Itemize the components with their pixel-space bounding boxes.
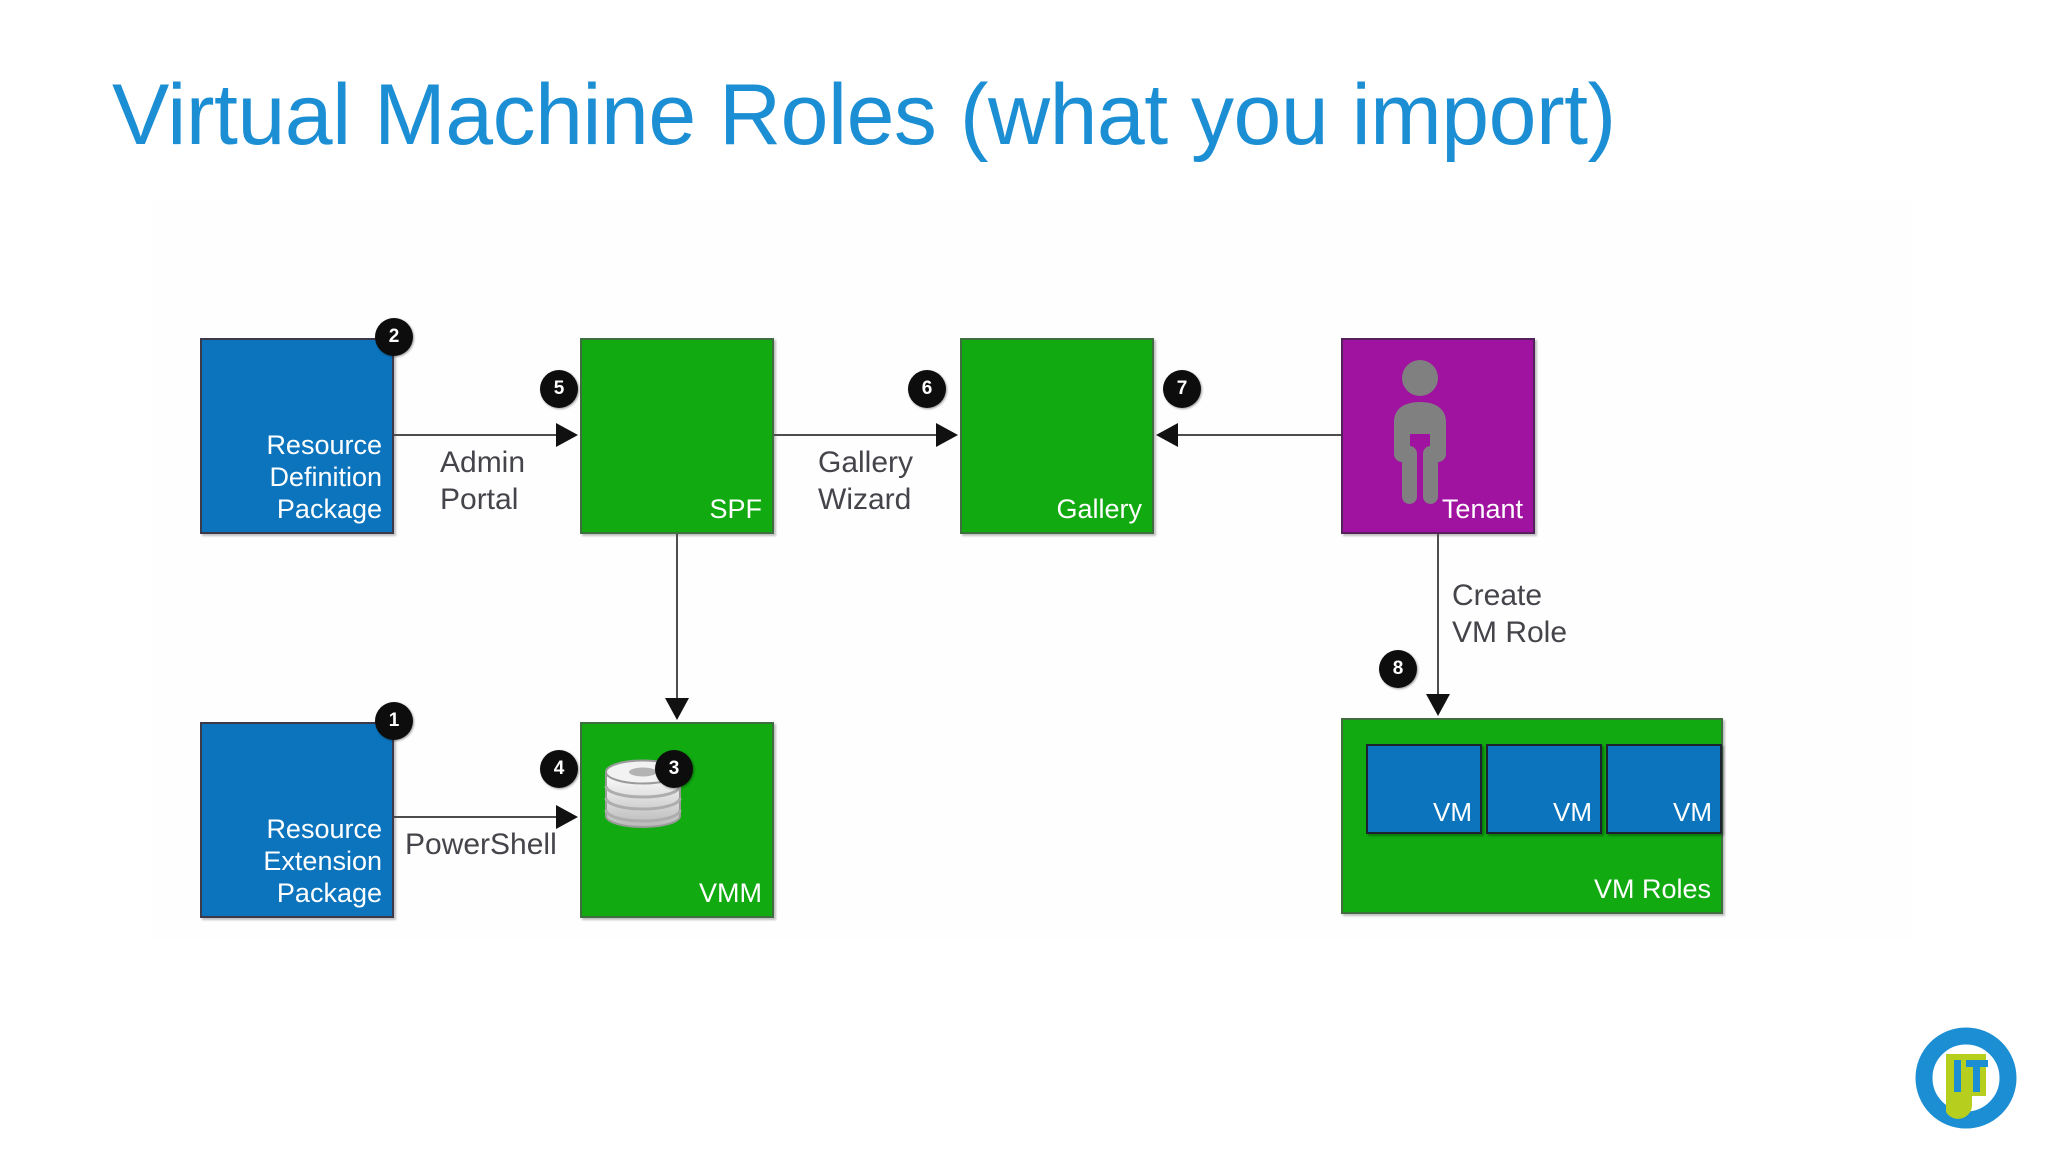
edge-label-admin-portal: Admin Portal <box>440 446 526 516</box>
node-resource-extension-package[interactable]: Resource Extension Package <box>200 722 394 918</box>
node-gallery-label: Gallery <box>1056 494 1142 525</box>
connector-rep-to-vmm <box>394 816 558 818</box>
node-resource-definition-package-label: Resource Definition Package <box>266 430 382 525</box>
edge-label-powershell: PowerShell <box>405 828 557 861</box>
vm-box-3[interactable]: VM <box>1606 744 1722 834</box>
connector-rdp-to-spf <box>394 434 558 436</box>
badge-step-5: 5 <box>540 370 578 408</box>
connector-spf-to-gallery <box>774 434 938 436</box>
arrowhead-spf-to-gallery <box>936 423 958 447</box>
arrowhead-tenant-to-gallery <box>1156 423 1178 447</box>
node-tenant[interactable]: Tenant <box>1341 338 1535 534</box>
node-spf-label: SPF <box>709 494 762 525</box>
badge-step-4: 4 <box>540 750 578 788</box>
arrowhead-rdp-to-spf <box>556 423 578 447</box>
badge-step-6: 6 <box>908 370 946 408</box>
node-resource-definition-package[interactable]: Resource Definition Package <box>200 338 394 534</box>
node-resource-extension-package-label: Resource Extension Package <box>263 814 382 909</box>
vm-box-2-label: VM <box>1553 797 1592 827</box>
company-logo <box>1912 1024 2020 1132</box>
connector-spf-to-vmm <box>676 534 678 700</box>
vm-box-1-label: VM <box>1433 797 1472 827</box>
badge-step-3: 3 <box>655 750 693 788</box>
vm-box-1[interactable]: VM <box>1366 744 1482 834</box>
arrowhead-spf-to-vmm <box>665 698 689 720</box>
badge-step-1: 1 <box>375 702 413 740</box>
connector-tenant-to-vm-roles <box>1437 534 1439 696</box>
badge-step-8: 8 <box>1379 650 1417 688</box>
connector-tenant-to-gallery <box>1178 434 1341 436</box>
node-tenant-label: Tenant <box>1441 494 1523 525</box>
vm-box-2[interactable]: VM <box>1486 744 1602 834</box>
node-vm-roles-label: VM Roles <box>1593 874 1711 905</box>
node-vmm-label: VMM <box>699 878 762 909</box>
arrowhead-rep-to-vmm <box>556 805 578 829</box>
node-gallery[interactable]: Gallery <box>960 338 1154 534</box>
node-spf[interactable]: SPF <box>580 338 774 534</box>
page-title: Virtual Machine Roles (what you import) <box>112 67 1616 163</box>
badge-step-7: 7 <box>1163 370 1201 408</box>
vm-box-3-label: VM <box>1673 797 1712 827</box>
edge-label-create-vm-role: Create VM Role <box>1452 579 1568 649</box>
edge-label-gallery-wizard: Gallery Wizard <box>818 446 914 516</box>
badge-step-2: 2 <box>375 318 413 356</box>
arrowhead-tenant-to-vm-roles <box>1426 694 1450 716</box>
person-icon <box>1378 358 1462 508</box>
